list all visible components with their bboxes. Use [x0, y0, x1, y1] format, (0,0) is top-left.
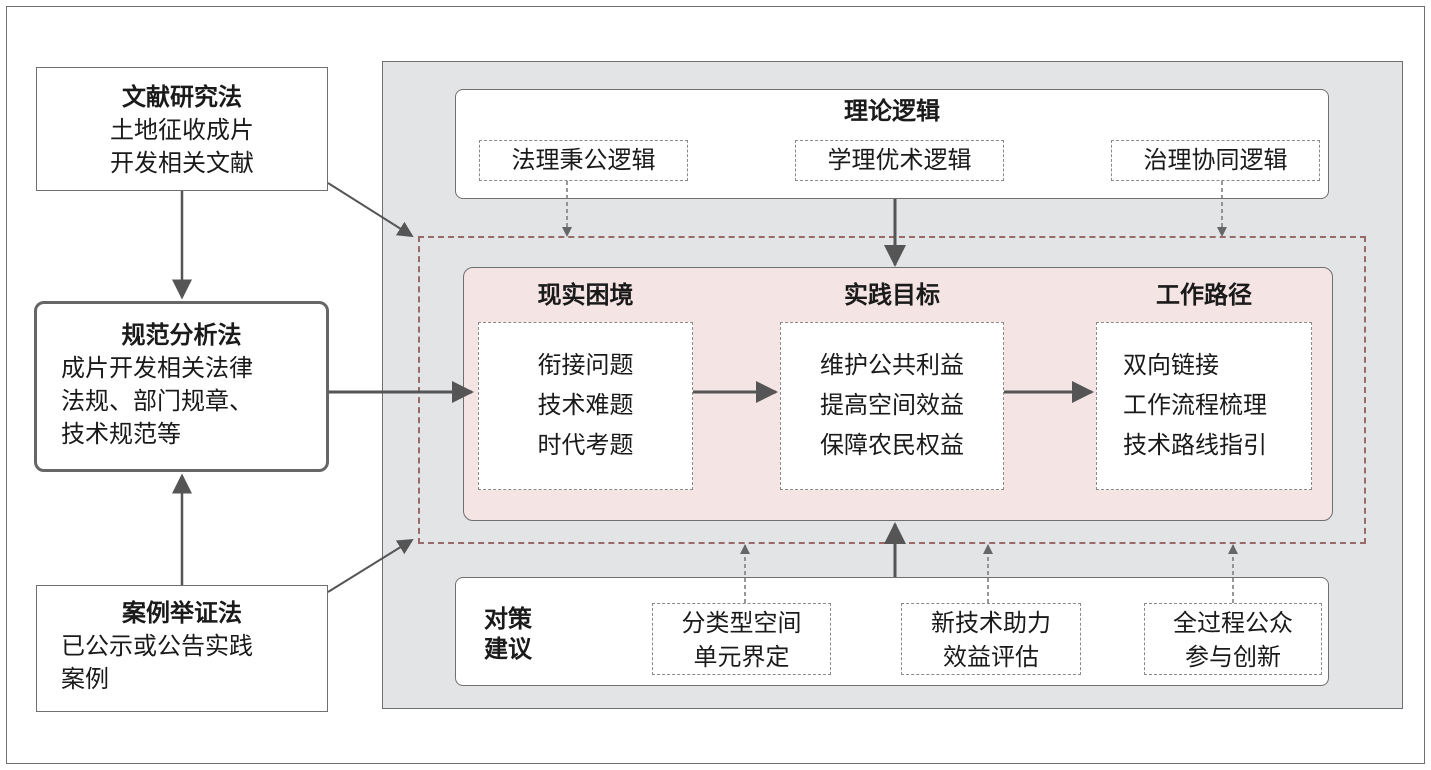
method-title: 文献研究法: [122, 83, 242, 111]
practice-items: 双向链接 工作流程梳理 技术路线指引: [1096, 322, 1312, 490]
practice-items: 衔接问题 技术难题 时代考题: [478, 322, 693, 490]
method-case: 案例举证法 已公示或公告实践 案例: [36, 585, 328, 712]
theory-item: 法理秉公逻辑: [479, 140, 688, 181]
policy-title: 对策 建议: [484, 605, 532, 663]
arrow-literature-to-framework: [327, 182, 414, 238]
practice-items: 维护公共利益 提高空间效益 保障农民权益: [780, 322, 1004, 490]
policy-item: 全过程公众 参与创新: [1144, 603, 1322, 675]
practice-title: 实践目标: [844, 281, 940, 309]
practice-title: 工作路径: [1156, 281, 1252, 309]
method-normative: 规范分析法 成片开发相关法律 法规、部门规章、 技术规范等: [34, 301, 329, 472]
theory-item: 治理协同逻辑: [1111, 140, 1320, 181]
theory-title: 理论逻辑: [844, 97, 940, 125]
method-title: 规范分析法: [121, 321, 242, 349]
method-literature: 文献研究法 土地征收成片 开发相关文献: [36, 67, 328, 191]
method-line: 法规、部门规章、: [61, 387, 253, 415]
method-line: 技术规范等: [61, 420, 181, 448]
theory-item: 学理优术逻辑: [795, 140, 1004, 181]
method-line: 案例: [61, 665, 109, 693]
method-line: 成片开发相关法律: [61, 354, 253, 382]
policy-item: 新技术助力 效益评估: [901, 603, 1081, 675]
method-title: 案例举证法: [122, 599, 242, 627]
arrow-case-to-framework: [327, 538, 414, 593]
policy-item: 分类型空间 单元界定: [652, 603, 831, 675]
method-line: 土地征收成片: [110, 116, 254, 144]
outer-frame: [6, 6, 1425, 764]
practice-title: 现实困境: [537, 281, 634, 309]
method-line: 已公示或公告实践: [61, 632, 253, 660]
method-line: 开发相关文献: [110, 149, 254, 177]
